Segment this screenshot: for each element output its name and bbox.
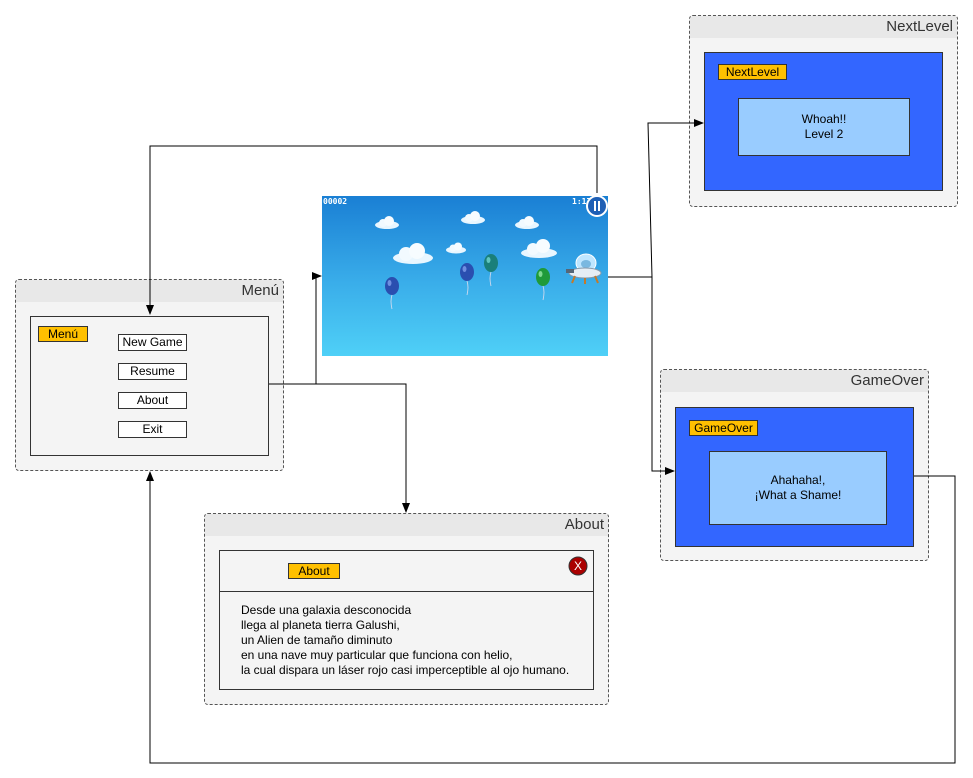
close-label: X	[574, 559, 582, 573]
cloud-icon	[446, 242, 466, 254]
cloud-icon	[375, 216, 399, 229]
pause-button[interactable]	[585, 196, 608, 218]
nextlevel-message: Whoah!! Level 2	[738, 98, 910, 156]
menu-screen: Menú New Game Resume About Exit	[30, 316, 269, 456]
close-icon[interactable]: X	[568, 556, 588, 576]
about-button[interactable]: About	[118, 392, 187, 409]
gameover-frame-title: GameOver	[661, 370, 928, 392]
nextlevel-screen: NextLevel Whoah!! Level 2	[704, 52, 943, 191]
balloon-icon	[460, 263, 474, 296]
about-text-line: Desde una galaxia desconocida	[241, 603, 412, 617]
menu-tag: Menú	[38, 326, 88, 342]
about-tag: About	[288, 563, 340, 579]
nextlevel-tag: NextLevel	[718, 64, 787, 80]
about-dialog: About X Desde una galaxia desconocida ll…	[219, 550, 594, 690]
exit-button[interactable]: Exit	[118, 421, 187, 438]
new-game-button[interactable]: New Game	[118, 334, 187, 351]
cloud-icon	[521, 239, 557, 258]
cloud-icon	[515, 216, 539, 229]
about-text-line: en una nave muy particular que funciona …	[241, 648, 513, 662]
about-text-line: llega al planeta tierra Galushi,	[241, 618, 400, 632]
score-counter: 00002	[323, 197, 348, 206]
gameover-tag: GameOver	[689, 420, 758, 436]
game-screenshot: 00002 1:17	[322, 196, 608, 356]
gameover-message: Ahahaha!, ¡What a Shame!	[709, 451, 887, 525]
nextlevel-message-line: Level 2	[804, 127, 844, 141]
balloon-icon	[385, 277, 399, 310]
gameover-message-line: Ahahaha!,	[770, 473, 826, 487]
gameover-screen: GameOver Ahahaha!, ¡What a Shame!	[675, 407, 914, 547]
about-text-line: un Alien de tamaño diminuto	[241, 633, 393, 647]
menu-frame-title: Menú	[16, 280, 283, 302]
balloon-icon	[484, 254, 498, 287]
about-text: Desde una galaxia desconocida llega al p…	[241, 603, 569, 678]
arrow-menu-to-about	[316, 383, 410, 513]
balloon-icon	[536, 268, 550, 301]
resume-button[interactable]: Resume	[118, 363, 187, 380]
about-text-line: la cual dispara un láser rojo casi imper…	[241, 663, 570, 677]
cloud-icon	[393, 243, 433, 264]
alien-ship-icon	[566, 253, 602, 284]
about-frame-title: About	[205, 514, 608, 536]
nextlevel-message-line: Whoah!!	[801, 112, 847, 126]
cloud-icon	[461, 211, 485, 224]
about-divider	[220, 591, 593, 592]
nextlevel-frame-title: NextLevel	[690, 16, 957, 38]
gameover-message-line: ¡What a Shame!	[754, 488, 842, 502]
